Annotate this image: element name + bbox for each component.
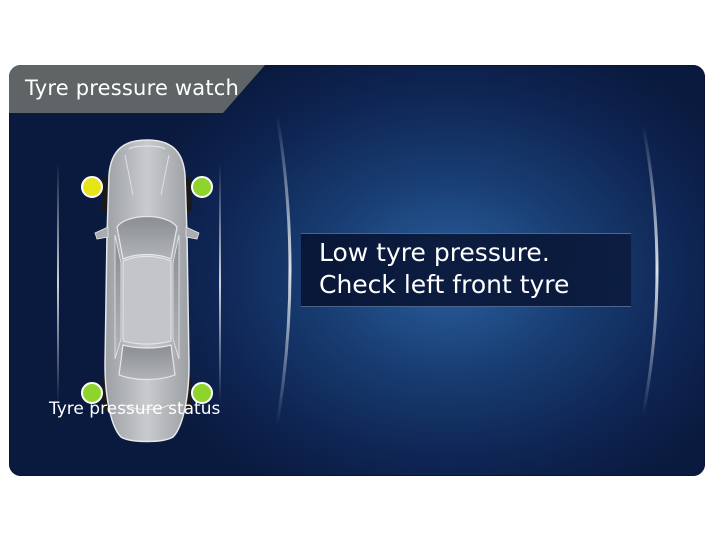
- tyre-status-label: Tyre pressure status: [49, 399, 221, 419]
- tyre-pressure-panel: Tyre pressure watch: [9, 65, 705, 476]
- warning-message-box: Low tyre pressure. Check left front tyre: [301, 233, 631, 307]
- tyre-indicator-front-left: [81, 176, 103, 198]
- title-tab: [9, 65, 265, 113]
- warning-message-line-2: Check left front tyre: [319, 270, 570, 299]
- warning-message-line-1: Low tyre pressure.: [319, 238, 550, 267]
- tyre-indicator-front-right: [191, 176, 213, 198]
- tyre-indicator-rear-right: [191, 382, 213, 404]
- page-title: Tyre pressure watch: [25, 76, 240, 100]
- left-arc-decoration: [275, 114, 292, 426]
- car-diagram: [57, 139, 221, 443]
- right-guide-line: [219, 163, 221, 403]
- car-top-view: [94, 139, 200, 443]
- right-arc-decoration: [641, 124, 659, 416]
- tyre-indicator-rear-left: [81, 382, 103, 404]
- left-guide-line: [57, 163, 59, 403]
